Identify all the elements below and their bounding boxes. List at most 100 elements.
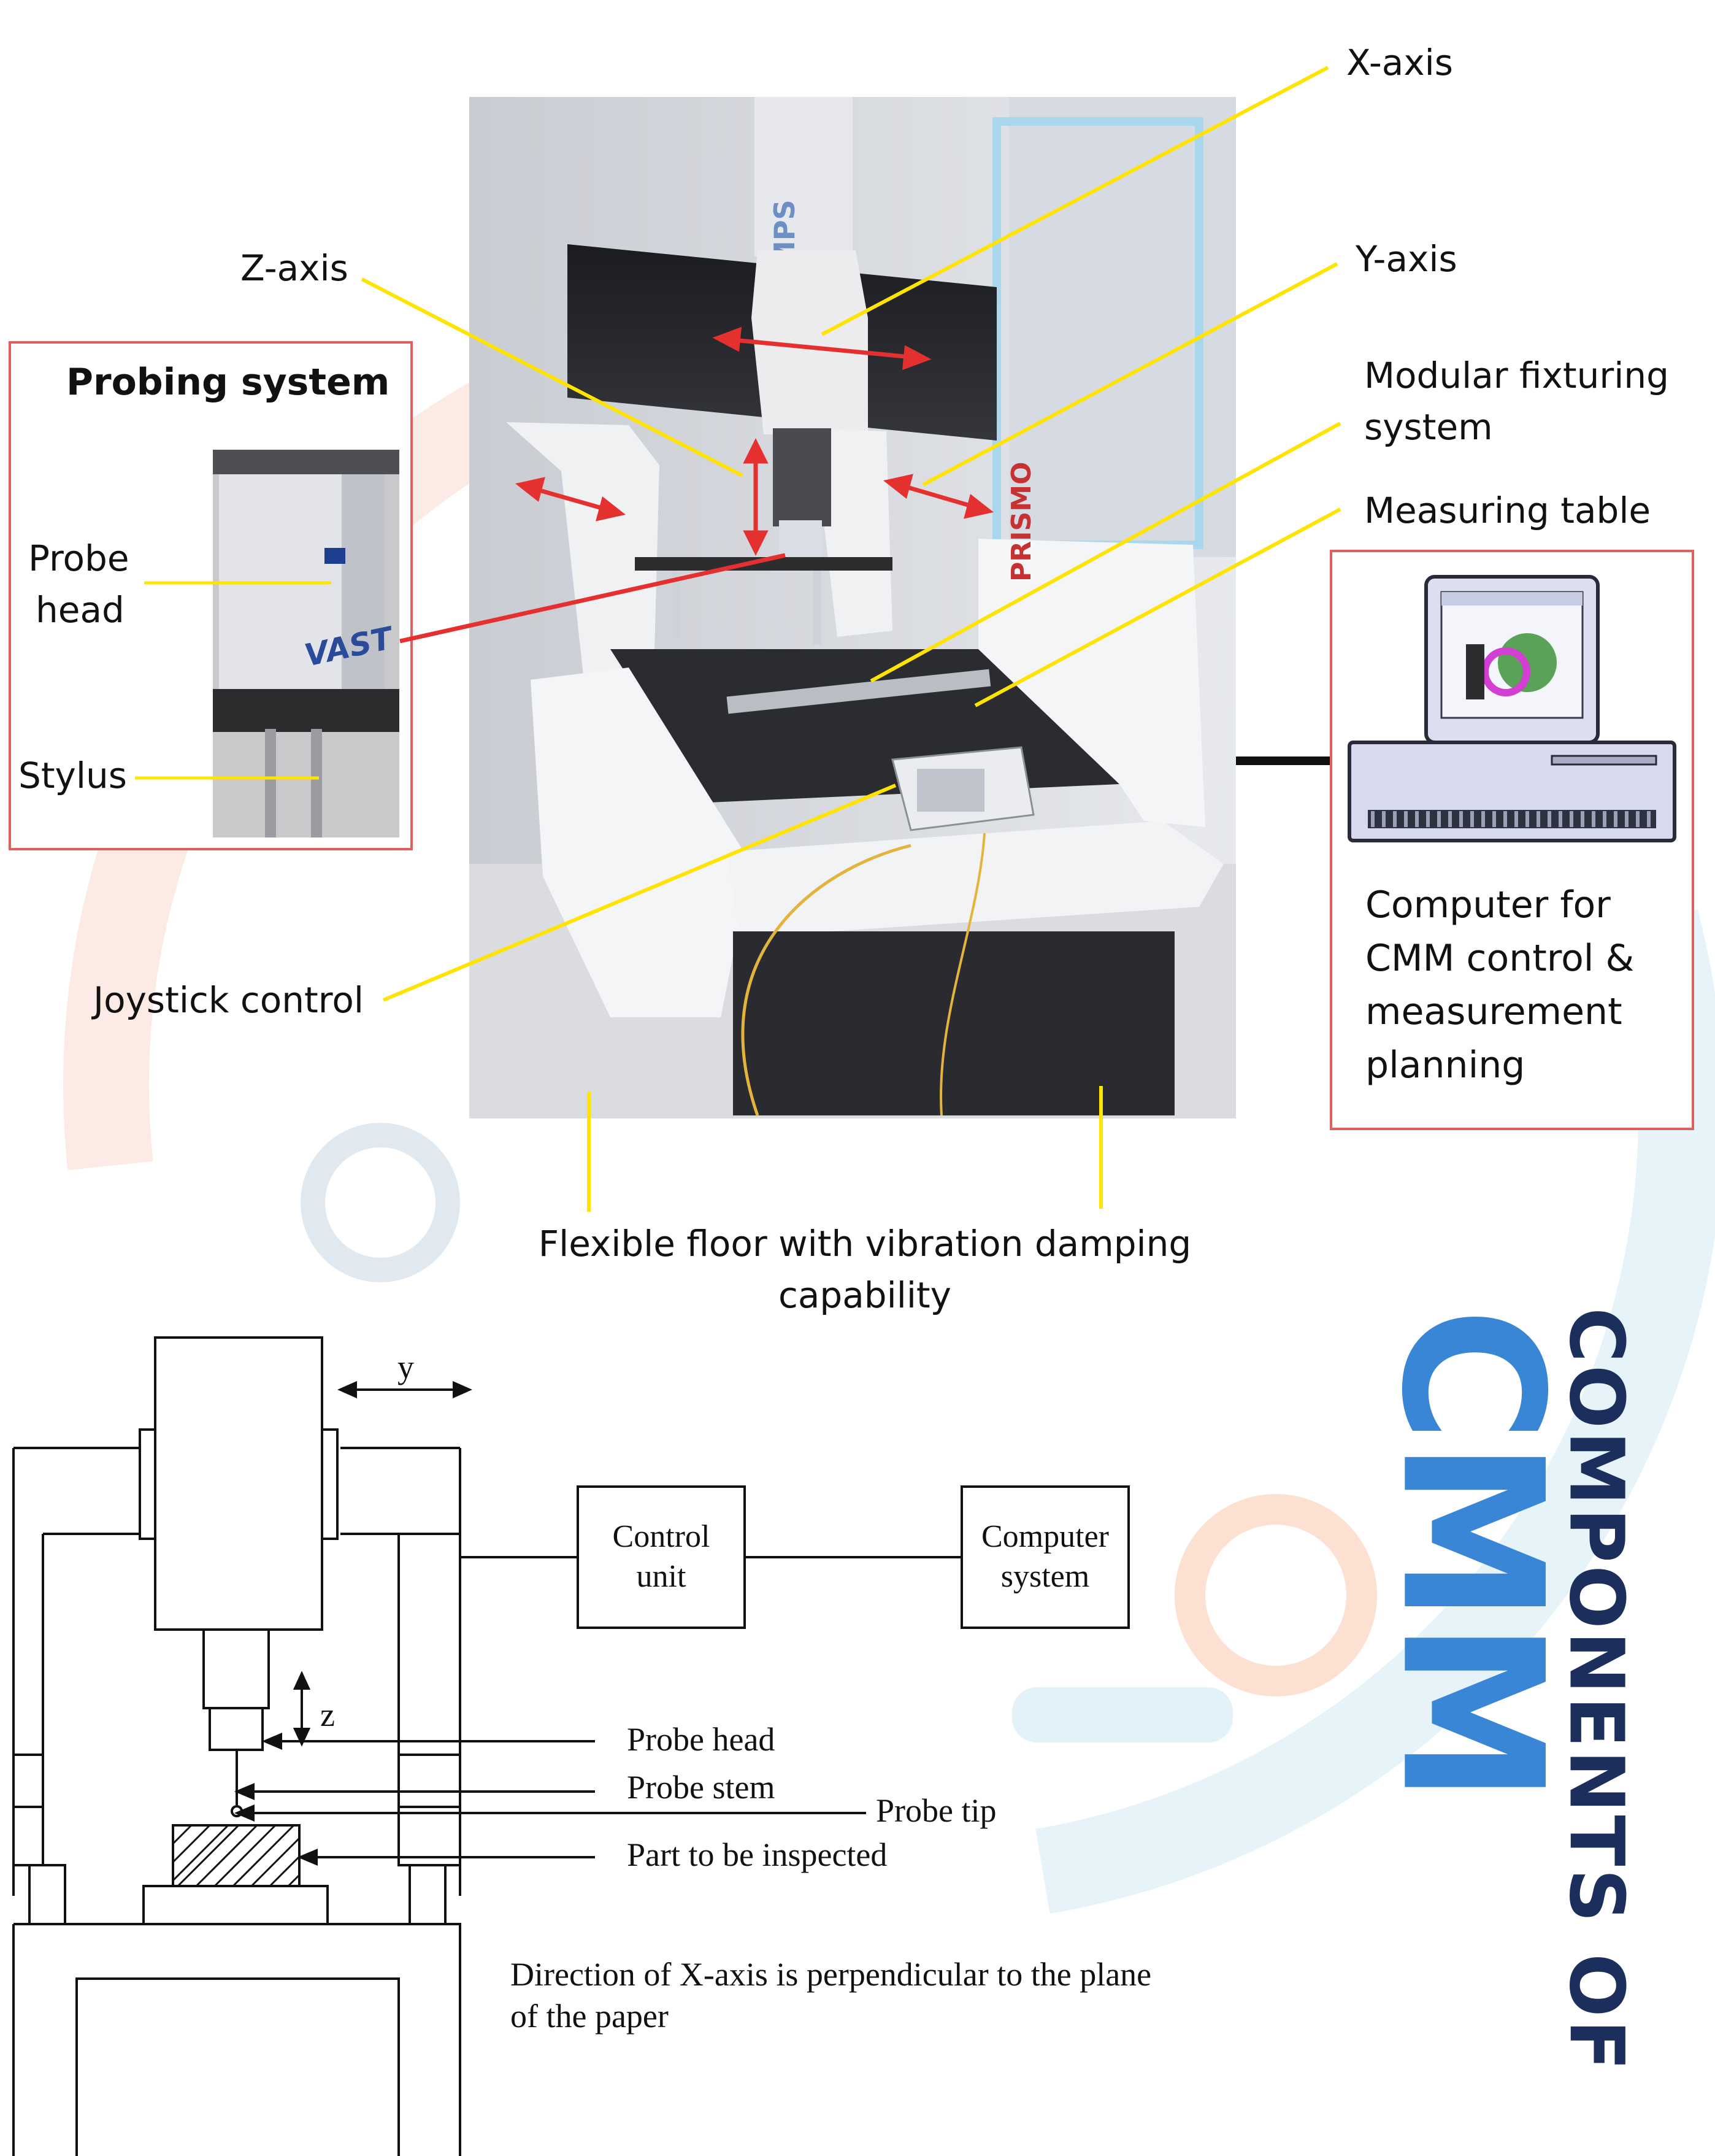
y-axis-leader bbox=[922, 262, 1338, 487]
photo-machine-brand: PRISMO bbox=[1006, 462, 1037, 582]
computer-drive-slot bbox=[1551, 755, 1657, 766]
watermark-bar bbox=[1012, 1687, 1233, 1742]
joystick-control-label: Joystick control bbox=[93, 979, 364, 1021]
computer-screen-ring bbox=[1481, 647, 1530, 696]
photo-cable bbox=[741, 844, 911, 1116]
schematic-right-foot bbox=[409, 1864, 447, 1925]
photo-fixture-post-1 bbox=[672, 571, 680, 638]
y-motion-arrow-left bbox=[515, 477, 626, 522]
schematic-main-column bbox=[154, 1336, 323, 1631]
schematic-computer-box bbox=[961, 1485, 1130, 1629]
watermark-gear-bottom bbox=[1175, 1494, 1377, 1696]
watermark-gear-left bbox=[301, 1123, 460, 1282]
probe-closeup-stylus-2 bbox=[311, 729, 322, 837]
z-axis-leader bbox=[361, 277, 743, 477]
schematic-probe-head bbox=[209, 1707, 264, 1751]
computer-label-line2: CMM control & bbox=[1365, 937, 1635, 980]
probe-pointer-red bbox=[399, 553, 786, 644]
probe-head-label: Probe head bbox=[28, 533, 129, 636]
x-axis-label: X-axis bbox=[1346, 42, 1453, 83]
control-unit-line2: unit bbox=[636, 1559, 686, 1594]
floor-label-line1: Flexible floor with vibration damping bbox=[538, 1223, 1192, 1265]
photo-z-ram bbox=[773, 428, 831, 526]
photo-column bbox=[754, 97, 853, 256]
title-line2: CMM bbox=[1359, 1307, 1584, 1802]
schematic-part-label: Part to be inspected bbox=[627, 1836, 888, 1873]
schematic-z-label: z bbox=[320, 1696, 335, 1733]
computer-vent-lines bbox=[1371, 811, 1651, 827]
computer-label-line4: planning bbox=[1365, 1044, 1525, 1087]
computer-system-line1: Computer bbox=[981, 1519, 1109, 1554]
modular-fixturing-label: Modular fixturing system bbox=[1364, 350, 1669, 453]
photo-carriage bbox=[751, 250, 868, 434]
x-axis-note-line1: Direction of X-axis is perpendicular to … bbox=[510, 1956, 1152, 1993]
probe-closeup-illustration: VAST bbox=[213, 450, 399, 837]
probe-closeup-ram bbox=[213, 450, 399, 474]
schematic-bed bbox=[12, 1923, 461, 2156]
schematic-right-frame bbox=[340, 1447, 461, 1896]
measuring-table-label: Measuring table bbox=[1364, 490, 1651, 531]
modular-fixturing-leader bbox=[870, 422, 1341, 683]
photo-bridge-left-leg bbox=[506, 422, 659, 698]
computer-label-line3: measurement bbox=[1365, 990, 1622, 1033]
photo-fixture-arm bbox=[635, 557, 892, 571]
y-axis-label: Y-axis bbox=[1356, 238, 1457, 280]
measuring-table-leader bbox=[974, 507, 1341, 707]
schematic-right-bearing bbox=[321, 1428, 339, 1540]
z-axis-label: Z-axis bbox=[240, 247, 348, 289]
photo-fixture-post-2 bbox=[813, 571, 821, 644]
schematic-part-hatch bbox=[172, 1824, 301, 1887]
probe-closeup-stylus-1 bbox=[265, 729, 276, 837]
photo-cable-2 bbox=[940, 833, 986, 1116]
computer-label: Computer for CMM control & measurement p… bbox=[1365, 879, 1634, 1092]
schematic-probe-tip-label: Probe tip bbox=[876, 1792, 997, 1829]
photo-bridge-right-leg bbox=[813, 428, 892, 637]
probe-closeup-side bbox=[342, 474, 385, 695]
probing-system-title: Probing system bbox=[66, 361, 390, 404]
schematic-y-arrow bbox=[337, 1380, 472, 1399]
photo-base-dark bbox=[733, 931, 1175, 1115]
photo-joystick-keys bbox=[917, 769, 984, 812]
computer-system-line2: system bbox=[1000, 1559, 1090, 1594]
modular-fixturing-line2: system bbox=[1364, 406, 1493, 449]
schematic-part bbox=[172, 1824, 301, 1887]
y-motion-arrow-right bbox=[883, 474, 994, 519]
probe-head-label-line2: head bbox=[36, 589, 125, 631]
computer-screen-probe bbox=[1466, 644, 1484, 699]
schematic-left-foot-inner bbox=[29, 1864, 66, 1925]
top-leader-lines bbox=[135, 66, 1341, 1212]
control-unit-line1: Control bbox=[612, 1519, 710, 1554]
schematic-z-arrow bbox=[293, 1671, 311, 1747]
photo-base-front bbox=[727, 821, 1224, 937]
schematic-probe-stem-label: Probe stem bbox=[627, 1769, 775, 1806]
z-motion-arrow bbox=[743, 438, 769, 556]
stylus-label: Stylus bbox=[18, 755, 127, 796]
computer-illustration bbox=[1348, 575, 1676, 842]
schematic-y-label: y bbox=[397, 1349, 414, 1385]
computer-label-line1: Computer for bbox=[1365, 884, 1611, 926]
cmm-photo-illustration: MPS PRISMO bbox=[469, 97, 1236, 1118]
x-motion-arrow bbox=[712, 326, 932, 371]
schematic-left-bearing bbox=[139, 1428, 156, 1540]
photo-fixture-rail bbox=[726, 669, 991, 714]
probe-head-label-line1: Probe bbox=[28, 537, 129, 579]
modular-fixturing-line1: Modular fixturing bbox=[1364, 355, 1669, 396]
title-rotated: COMPONENTS OF CMM bbox=[1359, 1307, 1640, 2073]
probe-closeup-dark bbox=[213, 689, 399, 732]
schematic-table bbox=[142, 1885, 329, 1925]
joystick-leader bbox=[382, 783, 897, 1002]
probe-closeup-zeiss-badge bbox=[324, 548, 345, 564]
schematic-left-foot bbox=[13, 1865, 31, 1925]
cmm-schematic bbox=[12, 1336, 1130, 2156]
floor-label: Flexible floor with vibration damping ca… bbox=[537, 1218, 1193, 1321]
floor-label-line2: capability bbox=[778, 1274, 951, 1317]
x-axis-note-line2: of the paper bbox=[510, 1997, 669, 2035]
photo-base-left bbox=[531, 668, 751, 1017]
schematic-control-unit-label: Control unit bbox=[578, 1517, 745, 1596]
schematic-computer-label: Computer system bbox=[962, 1517, 1129, 1596]
computer-screen-toolbar bbox=[1441, 592, 1583, 606]
schematic-left-frame bbox=[12, 1447, 140, 1896]
schematic-z-ram bbox=[202, 1628, 270, 1709]
x-axis-leader bbox=[821, 66, 1329, 336]
